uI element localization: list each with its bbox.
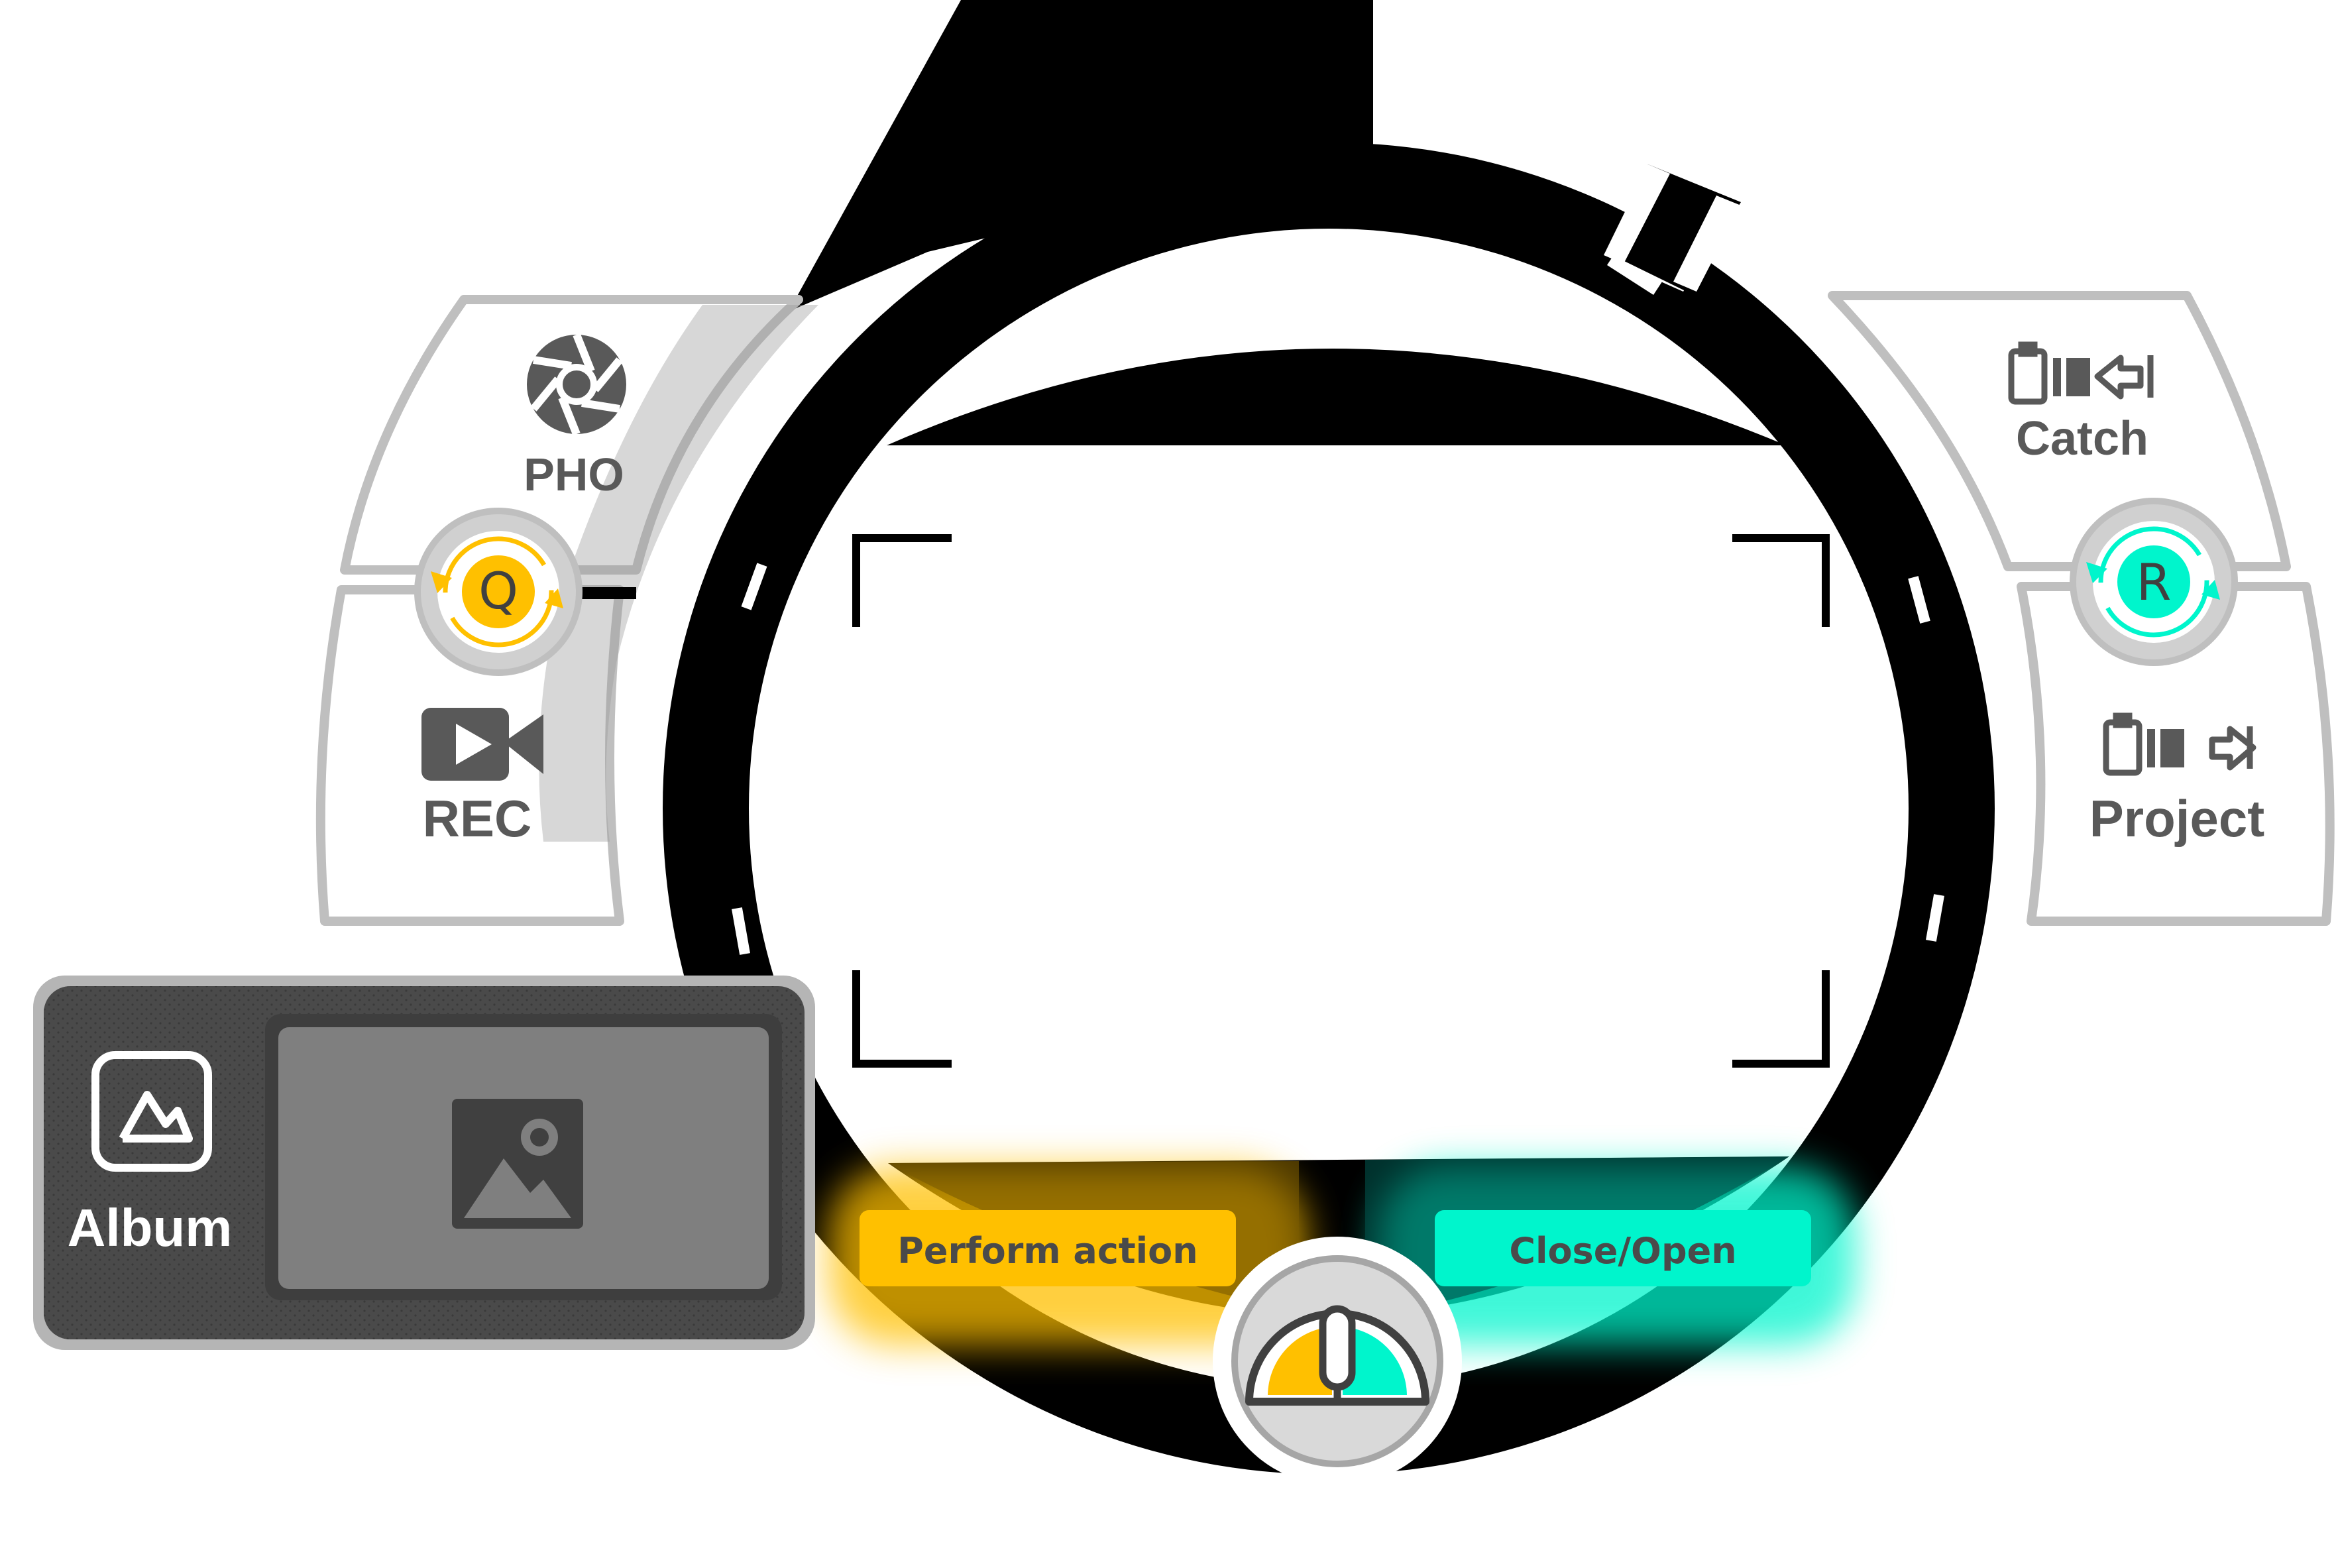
album-label: Album — [68, 1198, 233, 1257]
record-mode-label: REC — [423, 789, 532, 848]
perform-action-label: Perform action — [897, 1230, 1197, 1272]
catch-mode-label: Catch — [2016, 412, 2148, 465]
viewfinder-corner-top-right — [1732, 534, 1830, 627]
left-mode-menu: PHO REC Q — [315, 295, 818, 926]
project-mode-label: Project — [2089, 789, 2264, 848]
viewfinder-frame — [852, 534, 1830, 1068]
close-open-label: Close/Open — [1509, 1230, 1736, 1272]
video-camera-icon — [421, 708, 543, 781]
r-key-label: R — [2137, 553, 2172, 612]
perform-action-button[interactable]: Perform action — [860, 1210, 1236, 1286]
image-placeholder-icon — [452, 1099, 583, 1229]
viewfinder-corner-bottom-right — [1732, 970, 1830, 1068]
viewfinder-corner-bottom-left — [852, 970, 952, 1068]
q-key-label: Q — [478, 561, 518, 620]
r-toggle-button[interactable]: R — [2070, 498, 2238, 666]
photo-mode-button[interactable] — [340, 295, 803, 575]
joystick-icon — [1245, 1305, 1429, 1406]
q-key-icon — [462, 555, 535, 628]
catch-icon — [2008, 341, 2154, 405]
right-mode-menu: Catch Project R — [1828, 291, 2335, 926]
viewfinder-corner-top-left — [852, 534, 952, 627]
album-icon — [91, 1051, 212, 1172]
close-open-button[interactable]: Close/Open — [1435, 1210, 1811, 1286]
joystick-button[interactable] — [1213, 1237, 1462, 1486]
photo-mode-label: PHO — [524, 449, 624, 500]
album-panel[interactable]: Album — [33, 976, 815, 1350]
project-icon — [2103, 712, 2256, 776]
catch-mode-button[interactable] — [1828, 291, 2291, 571]
r-key-icon — [2117, 545, 2190, 618]
q-toggle-button[interactable]: Q — [414, 508, 636, 676]
aperture-icon — [527, 333, 626, 436]
